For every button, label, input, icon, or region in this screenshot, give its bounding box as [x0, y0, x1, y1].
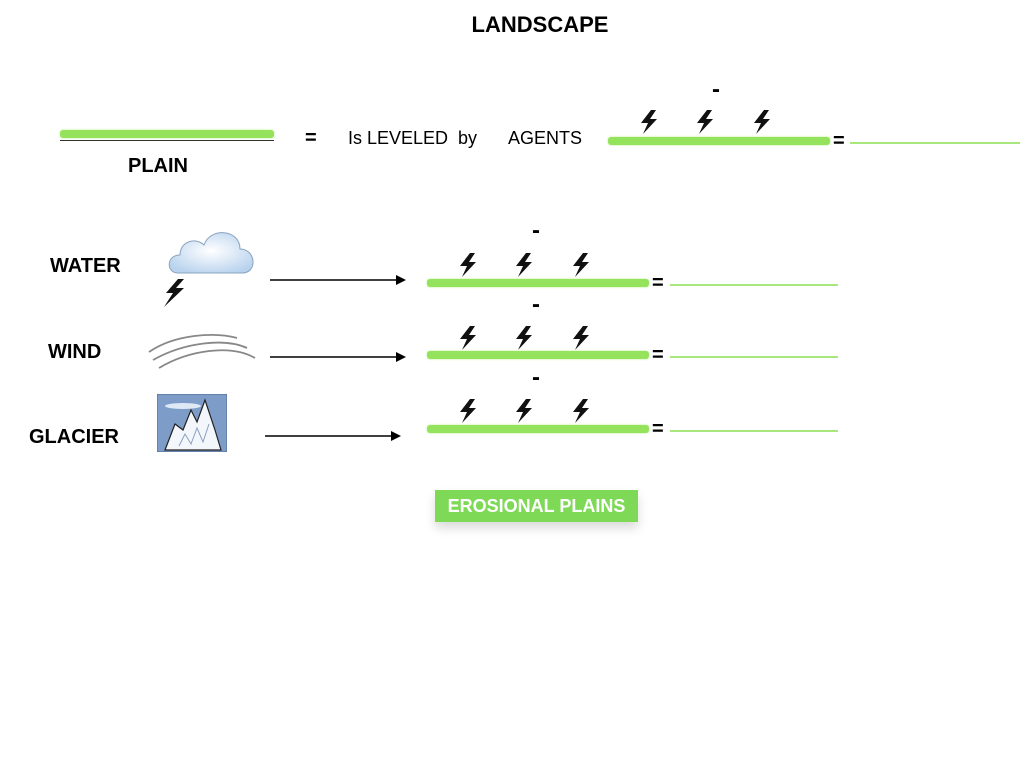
plain-minus-sign: - [712, 76, 720, 103]
plain-grass-strip [60, 130, 274, 138]
water-equals-sign: = [652, 272, 664, 294]
agent-label-water: WATER [50, 255, 121, 277]
glacier-leveled-line [670, 430, 838, 432]
leveled-by-text: Is LEVELED by [348, 128, 478, 148]
lightning-icon [513, 326, 535, 350]
wind-leveled-line [670, 356, 838, 358]
page-title: LANDSCAPE [471, 12, 609, 37]
wind-equals-sign: = [652, 344, 664, 366]
lightning-icon [570, 326, 592, 350]
arrow-glacier [265, 430, 401, 442]
glacier-minus-sign: - [532, 364, 540, 391]
lightning-icon [457, 253, 479, 277]
plain-equals-sign: = [305, 127, 317, 149]
plain-equals-sign-2: = [833, 130, 845, 152]
lightning-icon [638, 110, 660, 134]
lightning-icon [513, 253, 535, 277]
glacier-equals-sign: = [652, 418, 664, 440]
agents-text: AGENTS [508, 128, 583, 148]
glacier-icon [156, 393, 228, 457]
lightning-icon [570, 399, 592, 423]
wind-icon [145, 330, 270, 380]
glacier-grass-strip [427, 425, 649, 433]
plain-ground-line [60, 140, 274, 141]
erosional-plains-label: EROSIONAL PLAINS [435, 490, 638, 522]
wind-minus-sign: - [532, 291, 540, 318]
cloud-with-lightning-icon [160, 225, 260, 315]
lightning-icon [457, 326, 479, 350]
water-leveled-line [670, 284, 838, 286]
lightning-icon [694, 110, 716, 134]
lightning-icon [570, 253, 592, 277]
water-grass-strip [427, 279, 649, 287]
agent-label-glacier: GLACIER [29, 426, 119, 448]
water-minus-sign: - [532, 217, 540, 244]
leveled-line [850, 142, 1020, 144]
lightning-icon [457, 399, 479, 423]
arrow-water [270, 274, 406, 286]
eroding-grass-strip [608, 137, 830, 145]
arrow-wind [270, 351, 406, 363]
agent-label-wind: WIND [48, 341, 102, 363]
lightning-icon [513, 399, 535, 423]
plain-label: PLAIN [128, 155, 188, 177]
lightning-icon [751, 110, 773, 134]
wind-grass-strip [427, 351, 649, 359]
